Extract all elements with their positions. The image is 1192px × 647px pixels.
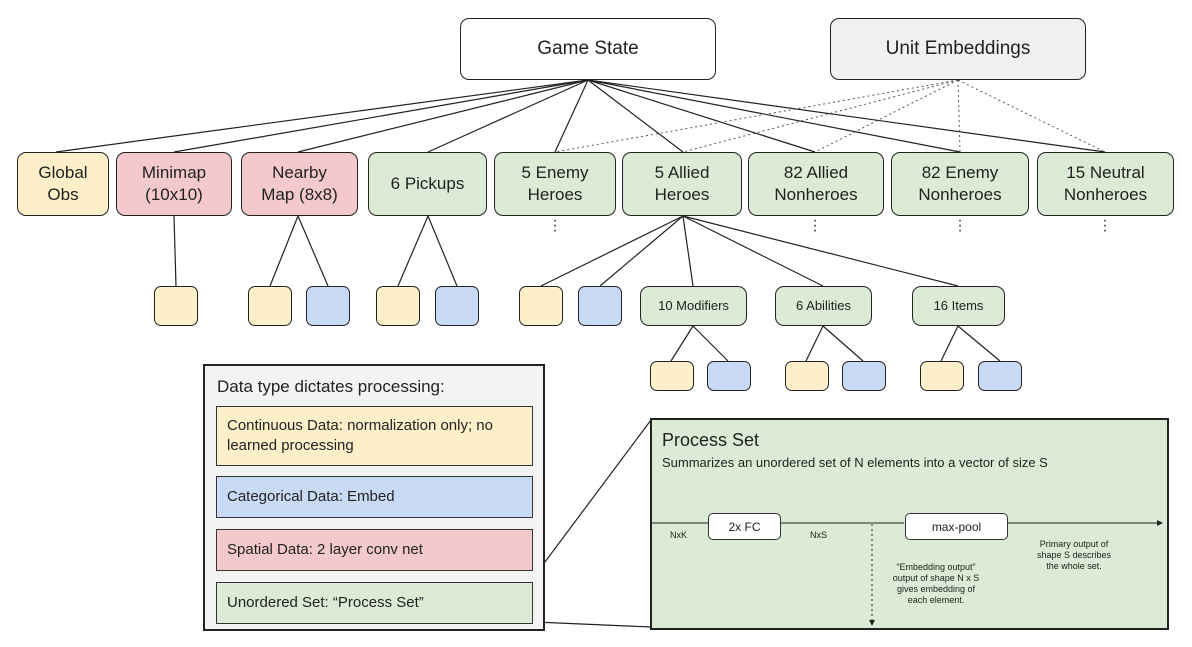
embedding-output-note: “Embedding output” output of shape N x S… [892, 562, 980, 605]
ellipsis-marker: ··· [957, 212, 963, 239]
global-obs-node: Global Obs [17, 152, 109, 216]
allied-heroes-node: 5 Allied Heroes [622, 152, 742, 216]
input-shape-label: NxK [670, 530, 688, 540]
categorical-leaf [578, 286, 622, 326]
legend-spatial: Spatial Data: 2 layer conv net [216, 529, 533, 571]
categorical-leaf [707, 361, 751, 391]
pickups-node: 6 Pickups [368, 152, 487, 216]
ellipsis-marker: ··· [812, 212, 818, 239]
unit-embeddings-node: Unit Embeddings [830, 18, 1086, 80]
nearby-map-node: Nearby Map (8x8) [241, 152, 358, 216]
ellipsis-marker: ··· [1102, 212, 1108, 239]
continuous-leaf [376, 286, 420, 326]
legend-categorical: Categorical Data: Embed [216, 476, 533, 518]
game-state-node: Game State [460, 18, 716, 80]
enemy-nonheroes-node: 82 Enemy Nonheroes [891, 152, 1029, 216]
process-set-subtitle: Summarizes an unordered set of N element… [662, 455, 1048, 470]
continuous-leaf [154, 286, 198, 326]
legend-panel: Data type dictates processing: Continuou… [203, 364, 545, 631]
abilities-node: 6 Abilities [775, 286, 872, 326]
continuous-leaf [785, 361, 829, 391]
continuous-leaf [248, 286, 292, 326]
legend-title: Data type dictates processing: [217, 377, 445, 396]
categorical-leaf [435, 286, 479, 326]
legend-unordered-set: Unordered Set: “Process Set” [216, 582, 533, 624]
minimap-node: Minimap (10x10) [116, 152, 232, 216]
enemy-heroes-node: 5 Enemy Heroes [494, 152, 616, 216]
continuous-leaf [920, 361, 964, 391]
fc-layer-node: 2x FC [708, 513, 781, 540]
process-set-title: Process Set [662, 430, 760, 450]
intermediate-shape-label: NxS [810, 530, 828, 540]
ellipsis-marker: ··· [552, 212, 558, 239]
max-pool-node: max-pool [905, 513, 1008, 540]
items-node: 16 Items [912, 286, 1005, 326]
categorical-leaf [306, 286, 350, 326]
primary-output-note: Primary output of shape S describes the … [1036, 539, 1112, 571]
process-set-panel: Process Set Summarizes an unordered set … [650, 418, 1169, 630]
categorical-leaf [842, 361, 886, 391]
continuous-leaf [519, 286, 563, 326]
legend-continuous: Continuous Data: normalization only; no … [216, 406, 533, 466]
modifiers-node: 10 Modifiers [640, 286, 747, 326]
categorical-leaf [978, 361, 1022, 391]
continuous-leaf [650, 361, 694, 391]
neutral-nonheroes-node: 15 Neutral Nonheroes [1037, 152, 1174, 216]
allied-nonheroes-node: 82 Allied Nonheroes [748, 152, 884, 216]
